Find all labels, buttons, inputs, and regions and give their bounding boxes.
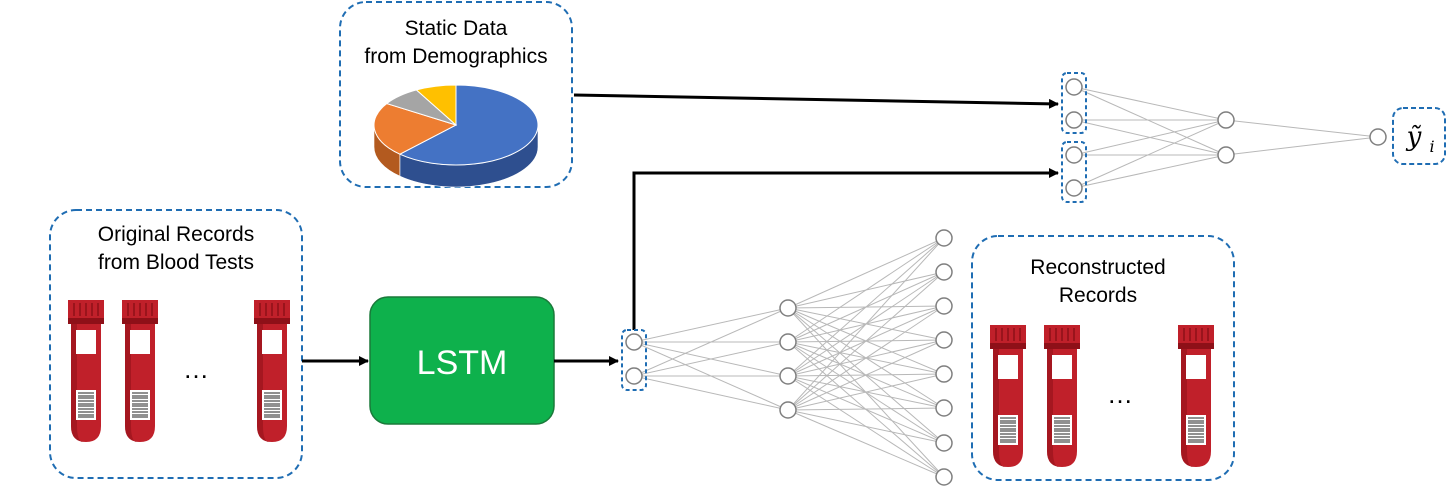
original-records-title-line2: from Blood Tests [98,251,254,274]
decoder-hidden-node [779,299,797,317]
output-box: ỹ i [1392,107,1446,165]
decoder-hidden-node [779,367,797,385]
latent-vector-box [621,329,647,391]
latent-input-box [1061,141,1087,203]
reconstructed-title-line1: Reconstructed [1030,256,1165,279]
original-records-box: Original Records from Blood Tests … [49,209,303,479]
decoder-output-node [935,331,953,349]
decoder-edge [633,341,789,377]
blood-tube-1 [67,299,105,443]
predictor-edge [1073,86,1227,156]
output-symbol: ỹ [1406,122,1422,152]
decoder-edge [787,409,945,444]
arrow-static-to-predictor [573,93,1059,109]
static-input-box [1061,72,1087,134]
predictor-hidden-node [1217,146,1235,164]
decoder-hidden-node [779,401,797,419]
predictor-output-node [1369,128,1387,146]
lstm-block: LSTM [369,296,555,425]
reconstructed-title-line2: Records [1059,284,1137,307]
blood-tube-3 [253,299,291,443]
predictor-edge [1073,86,1227,121]
original-records-ellipsis: … [183,354,209,384]
reconstructed-records-box: Reconstructed Records … [971,235,1235,481]
decoder-output-node [935,297,953,315]
predictor-edge [1073,119,1227,189]
static-data-title-line2: from Demographics [364,45,547,68]
predictor-edge [1225,119,1379,138]
decoder-output-node [935,399,953,417]
decoder-output-node [935,468,953,486]
reconstructed-ellipsis: … [1107,379,1133,409]
predictor-hidden-node [1217,111,1235,129]
reconstructed-tube-3 [1177,324,1215,468]
predictor-input-node [1065,111,1083,129]
predictor-edges [1073,86,1379,189]
latent-node [625,333,643,351]
reconstructed-tube-1 [989,324,1027,468]
decoder-edge [787,237,945,343]
decoder-output-node [935,365,953,383]
blood-tube-2 [121,299,159,443]
decoder-edge [787,339,945,411]
predictor-input-node [1065,179,1083,197]
decoder-edge [787,373,945,411]
slice-orange [373,103,458,155]
decoder-output-node [935,229,953,247]
predictor-edge [1073,154,1227,189]
decoder-edge [787,305,945,411]
decoder-output-node [935,434,953,452]
predictor-input-node [1065,78,1083,96]
decoder-edges [633,237,945,478]
decoder-edge [787,237,945,411]
output-subscript: i [1429,137,1434,156]
slice-yellow [415,84,457,127]
demographics-pie-chart [373,84,539,188]
arrow-latent-to-predictor [632,168,1059,330]
decoder-hidden-node [779,333,797,351]
decoder-output-node [935,263,953,281]
latent-node [625,367,643,385]
static-data-title-line1: Static Data [405,17,508,40]
reconstructed-tube-2 [1043,324,1081,468]
predictor-edge [1225,136,1379,156]
network-nodes [625,78,1387,486]
original-records-title-line1: Original Records [98,223,254,246]
decoder-edge [787,237,945,377]
decoder-edge [633,307,789,343]
predictor-edge [1073,119,1227,156]
lstm-label: LSTM [417,344,508,382]
decoder-edge [787,237,945,309]
predictor-input-node [1065,146,1083,164]
decoder-edge [633,375,789,411]
decoder-edge [633,307,789,377]
decoder-edge [787,409,945,478]
decoder-edge [787,271,945,411]
slice-blue [398,84,539,166]
static-data-box: Static Data from Demographics [339,1,573,188]
decoder-edge [787,407,945,411]
